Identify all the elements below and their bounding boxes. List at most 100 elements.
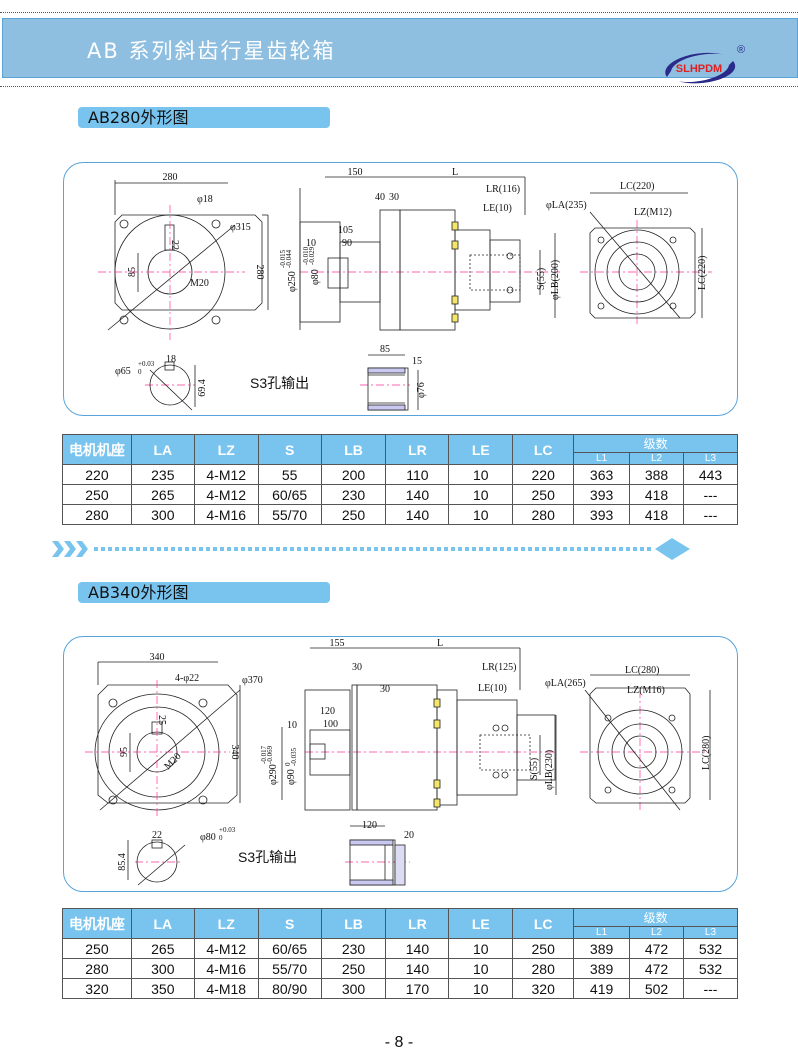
section-title-ab340: AB340外形图 [78,582,330,603]
svg-text:+0.03: +0.03 [219,826,236,834]
page-header: AB 系列斜齿行星齿轮箱 SLHPDM ® [2,18,798,84]
table-cell: 443 [682,464,739,485]
table-cell: 140 [385,484,450,505]
table-cell: 393 [573,484,631,505]
table-cell: 55/70 [257,504,322,525]
group-header: 级数 [573,908,738,927]
drawing-frame-ab340 [63,636,738,892]
top-dotted-rule [0,12,798,13]
table-cell: 4-M16 [193,504,259,525]
table-cell: 10 [448,958,514,979]
table-cell: 300 [320,978,387,999]
table-cell: 250 [320,504,387,525]
section-divider [52,538,690,560]
svg-text:10: 10 [306,238,316,249]
svg-text:S(55): S(55) [536,268,547,290]
dim-shaft-height: 69.4 [197,379,208,397]
brand-logo: SLHPDM ® [665,44,745,84]
table-cell: 418 [629,504,684,525]
svg-text:0: 0 [284,762,292,766]
dim-front-width: 280 [163,172,178,183]
table-cell: 265 [130,484,195,505]
svg-text:φLA(265): φLA(265) [545,678,586,689]
svg-text:L: L [452,167,458,178]
page-title: AB 系列斜齿行星齿轮箱 [87,39,336,63]
table-cell: 532 [682,938,739,959]
table-cell: 300 [130,958,195,979]
table-cell: 110 [385,464,450,485]
svg-text:+0.03: +0.03 [138,360,155,368]
table-cell: 4-M16 [193,958,259,979]
svg-text:30: 30 [352,662,362,673]
ab340-dimension-labels: 340 4-φ22 φ370 340 25 95 M20 φ80 +0.03 0… [117,638,712,871]
column-header: LB [320,908,387,939]
dim-hole: φ18 [197,194,213,205]
table-cell: 55 [257,464,322,485]
svg-text:30: 30 [380,684,390,695]
sub-header: L3 [682,926,739,939]
table-cell: 230 [320,484,387,505]
table-cell: 10 [448,978,514,999]
table-cell: 220 [512,464,575,485]
column-header: S [257,908,322,939]
table-cell: 140 [385,504,450,525]
dim-pcd: φ315 [230,222,251,233]
column-header: LB [320,434,387,465]
dim-shaft-h: 85 [127,267,138,277]
table-cell: 280 [512,958,575,979]
svg-text:LC(280): LC(280) [701,736,712,770]
column-header: LC [512,908,575,939]
table-cell: 250 [62,938,132,959]
svg-text:0: 0 [138,368,142,376]
svg-text:-0.015: -0.015 [279,249,287,268]
svg-text:105: 105 [338,225,353,236]
table-cell: 60/65 [257,938,322,959]
table-cell: 235 [130,464,195,485]
ab340-front-view [94,661,241,811]
column-header: S [257,434,322,465]
column-header: LR [385,908,450,939]
svg-text:S(55): S(55) [529,758,540,780]
table-cell: 250 [512,484,575,505]
table-cell: 250 [62,484,132,505]
table-cell: 140 [385,958,450,979]
svg-text:-0.069: -0.069 [266,745,274,764]
dim-front-height: 280 [254,265,265,280]
sub-header: L1 [573,452,631,465]
svg-text:φ250: φ250 [287,271,298,292]
table-cell: 389 [573,938,631,959]
dim-key: 22 [169,240,180,250]
ab340-side-view [281,647,557,811]
sub-header: L2 [629,926,684,939]
dim-thread: M20 [190,278,209,289]
page-number: - 8 - [384,1034,414,1051]
svg-text:φ80: φ80 [310,269,321,285]
svg-text:φLB(230): φLB(230) [544,750,555,790]
svg-text:LE(10): LE(10) [478,683,507,694]
table-cell: 220 [62,464,132,485]
table-cell: 472 [629,958,684,979]
ab340-shaft-section [127,839,186,886]
svg-text:4-φ22: 4-φ22 [175,673,199,684]
ab280-rear-view [589,192,703,319]
svg-text:φLB(200): φLB(200) [550,260,561,300]
svg-text:20: 20 [404,830,414,841]
table-cell: 320 [512,978,575,999]
svg-text:φLA(235): φLA(235) [546,200,587,211]
svg-text:90: 90 [342,238,352,249]
table-cell: 250 [320,958,387,979]
svg-text:φ90: φ90 [286,769,297,785]
column-header: 电机机座 [62,434,132,465]
table-cell: 472 [629,938,684,959]
svg-text:-0.010: -0.010 [302,246,310,265]
dim-shaft-key: 18 [166,354,176,365]
ab280-shaft-section [149,361,196,411]
column-header: 电机机座 [62,908,132,939]
table-cell: --- [682,484,739,505]
svg-text:φ370: φ370 [242,675,263,686]
